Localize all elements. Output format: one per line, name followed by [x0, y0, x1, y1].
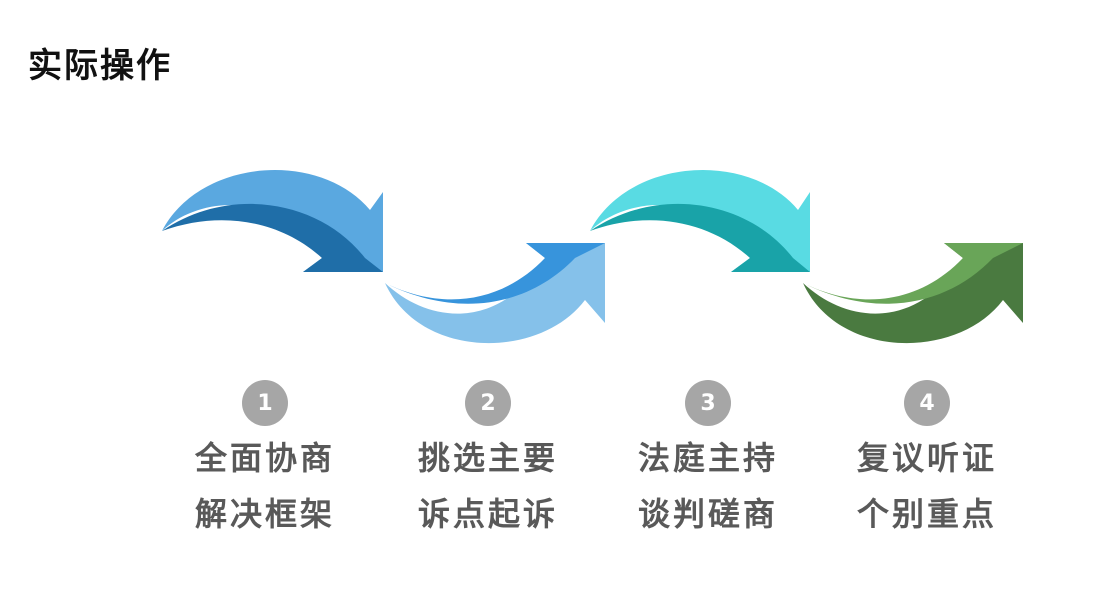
step-2: 2 挑选主要 诉点起诉	[378, 380, 598, 534]
page-title: 实际操作	[28, 46, 172, 86]
step-subtitle: 解决框架	[194, 495, 335, 533]
step-title: 全面协商	[194, 439, 335, 477]
arrow-1	[162, 170, 383, 272]
step-number-badge: 3	[685, 380, 731, 426]
step-subtitle: 诉点起诉	[417, 495, 558, 533]
arrow-2	[385, 243, 605, 344]
step-number-badge: 4	[904, 380, 950, 426]
arrow-4	[803, 243, 1023, 344]
step-subtitle: 谈判磋商	[637, 495, 778, 533]
step-title: 挑选主要	[417, 439, 558, 477]
step-title: 复议听证	[856, 439, 997, 477]
step-subtitle: 个别重点	[856, 495, 997, 533]
arrow-1-inner	[162, 203, 383, 272]
arrow-3	[590, 170, 810, 272]
arrow-4-inner	[803, 243, 1023, 304]
step-number-badge: 1	[242, 380, 288, 426]
step-3: 3 法庭主持 谈判磋商	[598, 380, 818, 534]
step-4: 4 复议听证 个别重点	[817, 380, 1037, 534]
step-1: 1 全面协商 解决框架	[155, 380, 375, 534]
arrow-2-inner	[385, 243, 605, 304]
step-number-badge: 2	[465, 380, 511, 426]
arrow-3-inner	[590, 203, 810, 272]
step-title: 法庭主持	[637, 439, 778, 477]
